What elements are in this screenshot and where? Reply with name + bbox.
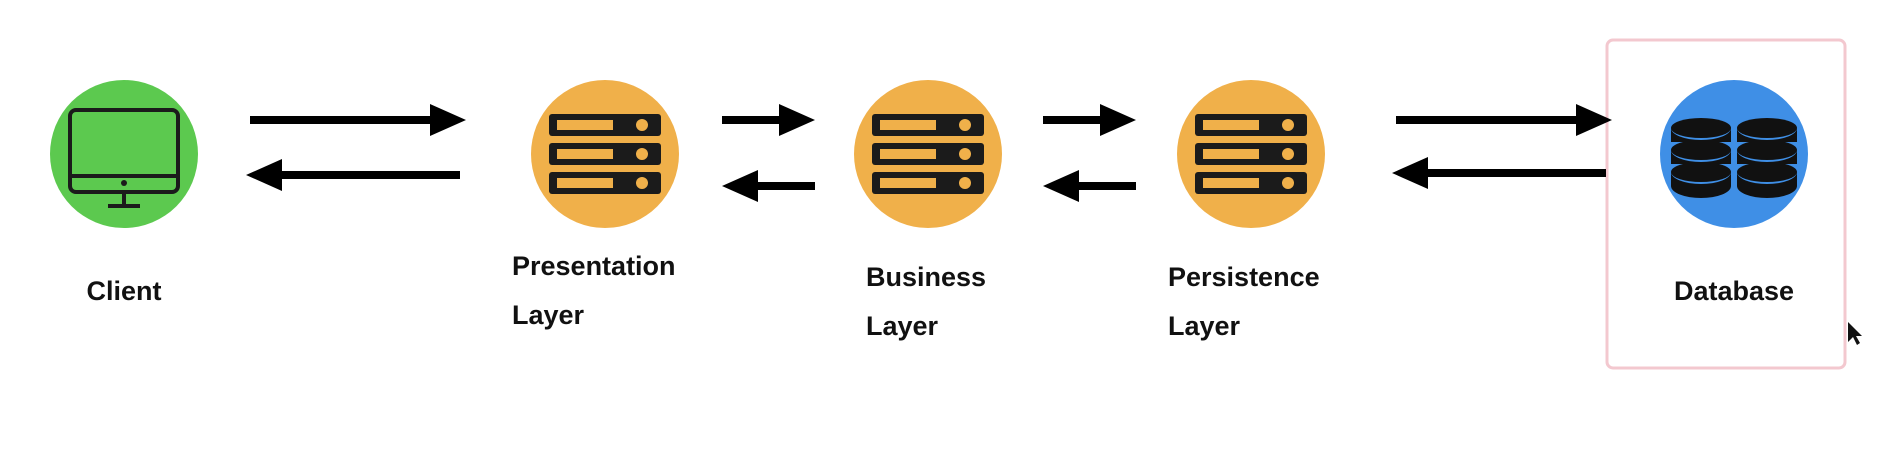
monitor-icon — [68, 108, 180, 208]
presentation-layer-node[interactable]: Presentation Layer — [512, 80, 683, 330]
presentation-layer-label-line2: Layer — [512, 300, 585, 330]
business-layer-node[interactable]: Business Layer — [854, 80, 1002, 341]
database-highlight-frame — [1605, 38, 1847, 370]
persistence-layer-label-line1: Persistence — [1168, 262, 1320, 292]
arrow-persistence-to-business — [1043, 170, 1136, 202]
server-icon — [1195, 114, 1307, 194]
mouse-cursor-icon — [1848, 322, 1862, 345]
server-icon — [872, 114, 984, 194]
arrow-persistence-to-database — [1396, 104, 1612, 136]
arrow-database-to-persistence — [1392, 157, 1606, 189]
arrow-presentation-to-business — [722, 104, 815, 136]
business-layer-label-line2: Layer — [866, 311, 939, 341]
arrow-presentation-to-client — [246, 159, 460, 191]
arrow-client-to-presentation — [250, 104, 466, 136]
database-label: Database — [1674, 276, 1794, 306]
persistence-layer-node[interactable]: Persistence Layer — [1168, 80, 1327, 341]
presentation-layer-label-line1: Presentation — [512, 251, 676, 281]
presentation-layer-label: Presentation Layer — [512, 251, 683, 330]
persistence-layer-label-line2: Layer — [1168, 311, 1241, 341]
business-layer-label-line1: Business — [866, 262, 986, 292]
business-layer-label: Business Layer — [866, 262, 994, 341]
arrow-business-to-persistence — [1043, 104, 1136, 136]
database-node[interactable]: Database — [1660, 80, 1808, 306]
client-node[interactable]: Client — [50, 80, 198, 306]
persistence-layer-label: Persistence Layer — [1168, 262, 1327, 341]
arrow-business-to-presentation — [722, 170, 815, 202]
client-label: Client — [86, 276, 161, 306]
server-icon — [549, 114, 661, 194]
